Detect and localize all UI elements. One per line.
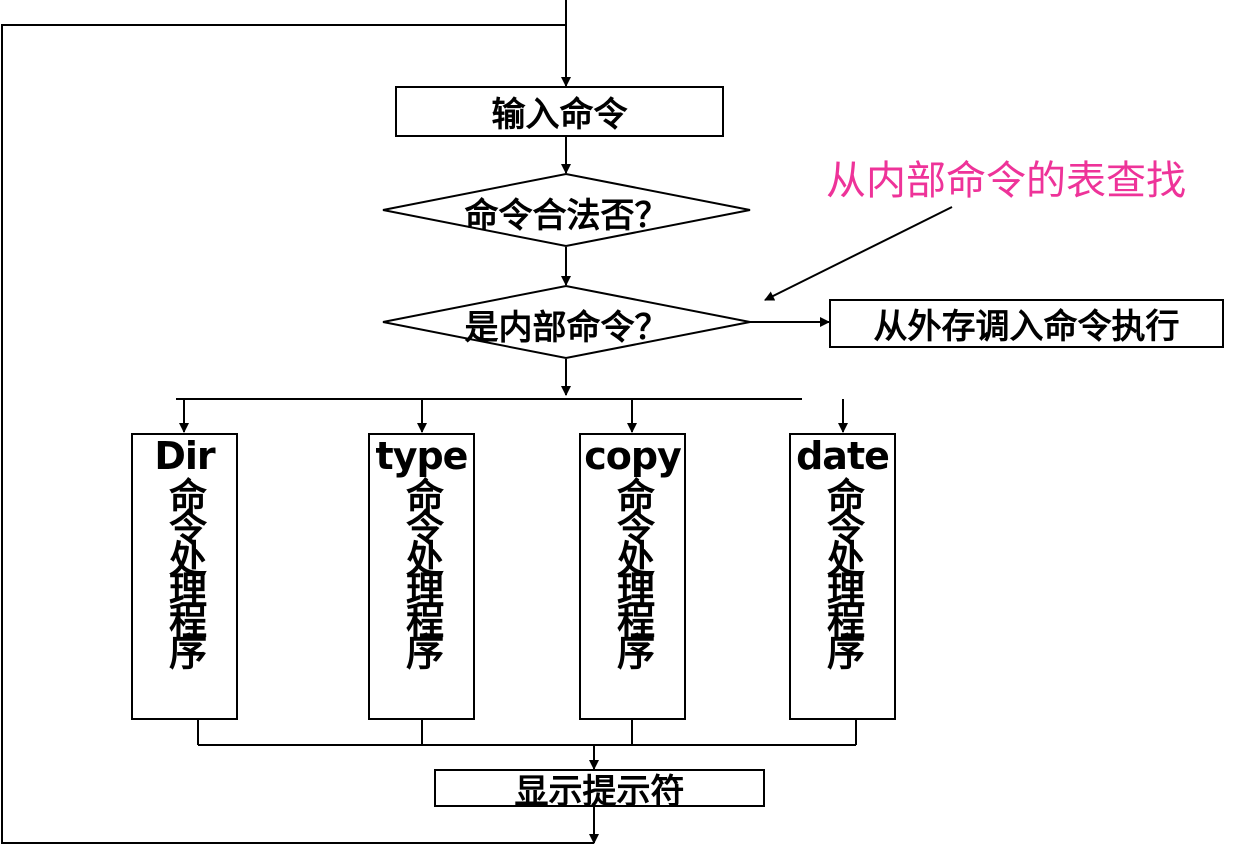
type-processor-label: 命令处理程序 (399, 477, 444, 663)
dir-processor-label: 命令处理程序 (162, 477, 207, 663)
input-command-label: 输入命令 (491, 95, 628, 135)
loop-back-line (1, 24, 594, 844)
internal-decision-label: 是内部命令？ (464, 308, 669, 348)
input-command-box: 输入命令 (395, 86, 724, 137)
copy-command-name: copy (584, 434, 682, 478)
note-pointer-arrow (764, 206, 953, 301)
external-command-label: 从外存调入命令执行 (873, 307, 1180, 347)
date-processor-box: date 命令处理程序 (789, 433, 896, 720)
dir-processor-box: Dir 命令处理程序 (131, 433, 238, 720)
type-command-name: type (375, 434, 469, 478)
copy-processor-box: copy 命令处理程序 (579, 433, 686, 720)
copy-processor-label: 命令处理程序 (610, 477, 655, 663)
legal-decision (382, 172, 751, 248)
show-prompt-box: 显示提示符 (434, 769, 765, 812)
dir-command-name: Dir (154, 434, 215, 478)
date-processor-label: 命令处理程序 (820, 477, 865, 663)
note-label: 从内部命令的表查找 (826, 158, 1186, 204)
show-prompt-label: 显示提示符 (514, 771, 685, 812)
date-command-name: date (796, 434, 890, 478)
type-processor-box: type 命令处理程序 (368, 433, 475, 720)
external-command-box: 从外存调入命令执行 (829, 299, 1224, 348)
legal-decision-label: 命令合法否？ (464, 196, 669, 236)
